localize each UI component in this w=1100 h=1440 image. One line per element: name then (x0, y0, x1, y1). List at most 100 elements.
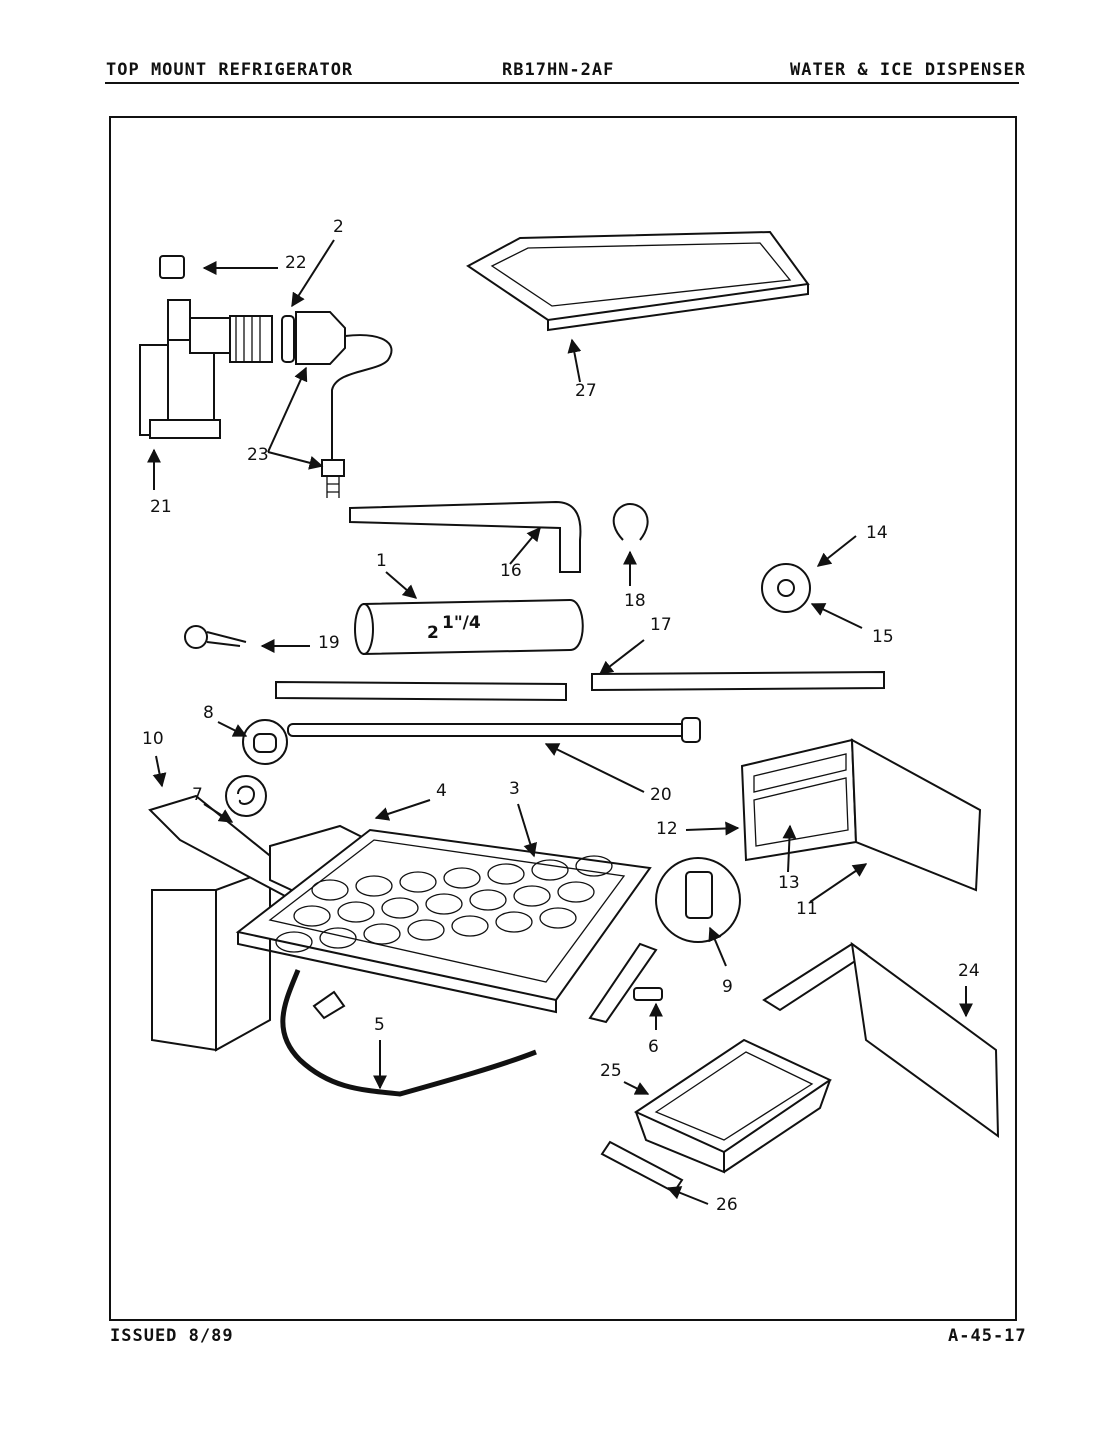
ice-tray-cups (275, 855, 613, 953)
callout-17: 17 (650, 615, 672, 635)
callout-24: 24 (958, 961, 980, 981)
callout-9: 9 (722, 977, 733, 997)
leader-1 (385, 571, 418, 599)
leader-23 (267, 366, 308, 453)
leader-10 (152, 755, 167, 788)
leader-17 (598, 639, 645, 675)
retainer-part (685, 871, 713, 919)
bushing-part (253, 733, 277, 753)
support-bracket-part (588, 942, 658, 1024)
callout-labels: 1234567891011121314151617181920212223242… (142, 217, 980, 1215)
spring-clip-part (237, 785, 256, 805)
ice-cup (557, 881, 595, 903)
washer-part (281, 315, 295, 363)
callout-25: 25 (600, 1061, 622, 1081)
callout-5: 5 (374, 1015, 385, 1035)
callout-13: 13 (778, 873, 800, 893)
callout-20: 20 (650, 785, 672, 805)
callout-26: 26 (716, 1195, 738, 1215)
chute-part (762, 941, 1000, 1138)
leader-25 (623, 1081, 650, 1095)
leader-7 (203, 803, 234, 823)
detail-circle-7 (225, 775, 267, 817)
callout-10: 10 (142, 729, 164, 749)
ice-cup (425, 893, 463, 915)
ice-cup (407, 919, 445, 941)
callout-8: 8 (203, 703, 214, 723)
callout-19: 19 (318, 633, 340, 653)
shutoff-arm-tab (312, 990, 346, 1020)
ice-cup (443, 867, 481, 889)
leader-26 (666, 1186, 709, 1205)
ice-cup (337, 901, 375, 923)
leader-lines (147, 239, 973, 1205)
ice-cup (495, 911, 533, 933)
callout-21: 21 (150, 497, 172, 517)
clamp-part (612, 502, 649, 541)
sleeve-dimension-whole: 2 (427, 623, 439, 643)
callout-11: 11 (796, 899, 818, 919)
leader-8 (217, 721, 248, 737)
leader-12 (685, 821, 740, 836)
leader-23b (267, 451, 324, 470)
ice-cup (531, 859, 569, 881)
footer-issued: ISSUED 8/89 (110, 1326, 234, 1346)
ice-cup (275, 931, 313, 953)
callout-22: 22 (285, 253, 307, 273)
leader-9 (708, 926, 727, 967)
leader-14 (816, 535, 857, 567)
callout-6: 6 (648, 1037, 659, 1057)
ice-cup (311, 879, 349, 901)
ice-maker-assembly (148, 794, 652, 1052)
valve-nut-part (159, 255, 185, 279)
callout-18: 18 (624, 591, 646, 611)
leader-15 (810, 603, 863, 629)
ice-cup (451, 915, 489, 937)
callout-27: 27 (575, 381, 597, 401)
ice-cup (355, 875, 393, 897)
cable-tie-part (287, 717, 701, 743)
callout-15: 15 (872, 627, 894, 647)
front-cover-part (740, 738, 982, 892)
leader-2 (291, 239, 335, 308)
header-rule (105, 82, 1019, 84)
callout-7: 7 (192, 785, 203, 805)
clip-part (184, 625, 247, 649)
ice-cup (539, 907, 577, 929)
ice-bin-part (633, 1038, 833, 1174)
leader-27 (567, 338, 582, 383)
ice-cup (399, 871, 437, 893)
leader-4 (374, 799, 431, 821)
leader-3 (517, 803, 537, 858)
grommet-part (761, 563, 811, 613)
coupling-part (295, 311, 346, 365)
ice-cup (319, 927, 357, 949)
pin-part (633, 987, 663, 1001)
ice-cup (487, 863, 525, 885)
footer-page: A-45-17 (948, 1326, 1027, 1346)
ice-cup (363, 923, 401, 945)
heater-tube-right (591, 670, 885, 692)
ice-cup (575, 855, 613, 877)
heater-tube-left (275, 680, 567, 702)
leader-13 (782, 824, 797, 873)
header-model: RB17HN-2AF (502, 60, 615, 80)
bent-tube-part (349, 500, 582, 573)
leader-20 (544, 743, 645, 793)
ice-cup (469, 889, 507, 911)
callout-3: 3 (509, 779, 520, 799)
leader-16 (509, 526, 541, 565)
callout-23: 23 (247, 445, 269, 465)
water-valve-part (139, 299, 273, 439)
callout-2: 2 (333, 217, 344, 237)
fill-tube-fitting (321, 459, 345, 477)
callout-1: 1 (376, 551, 387, 571)
ice-cup (513, 885, 551, 907)
callout-4: 4 (436, 781, 447, 801)
sleeve-dimension-fraction: 1"/4 (442, 613, 481, 633)
leader-11 (809, 863, 868, 903)
header-section: WATER & ICE DISPENSER (790, 60, 1026, 80)
diagram-frame (109, 116, 1017, 1321)
header-title: TOP MOUNT REFRIGERATOR (106, 60, 354, 80)
